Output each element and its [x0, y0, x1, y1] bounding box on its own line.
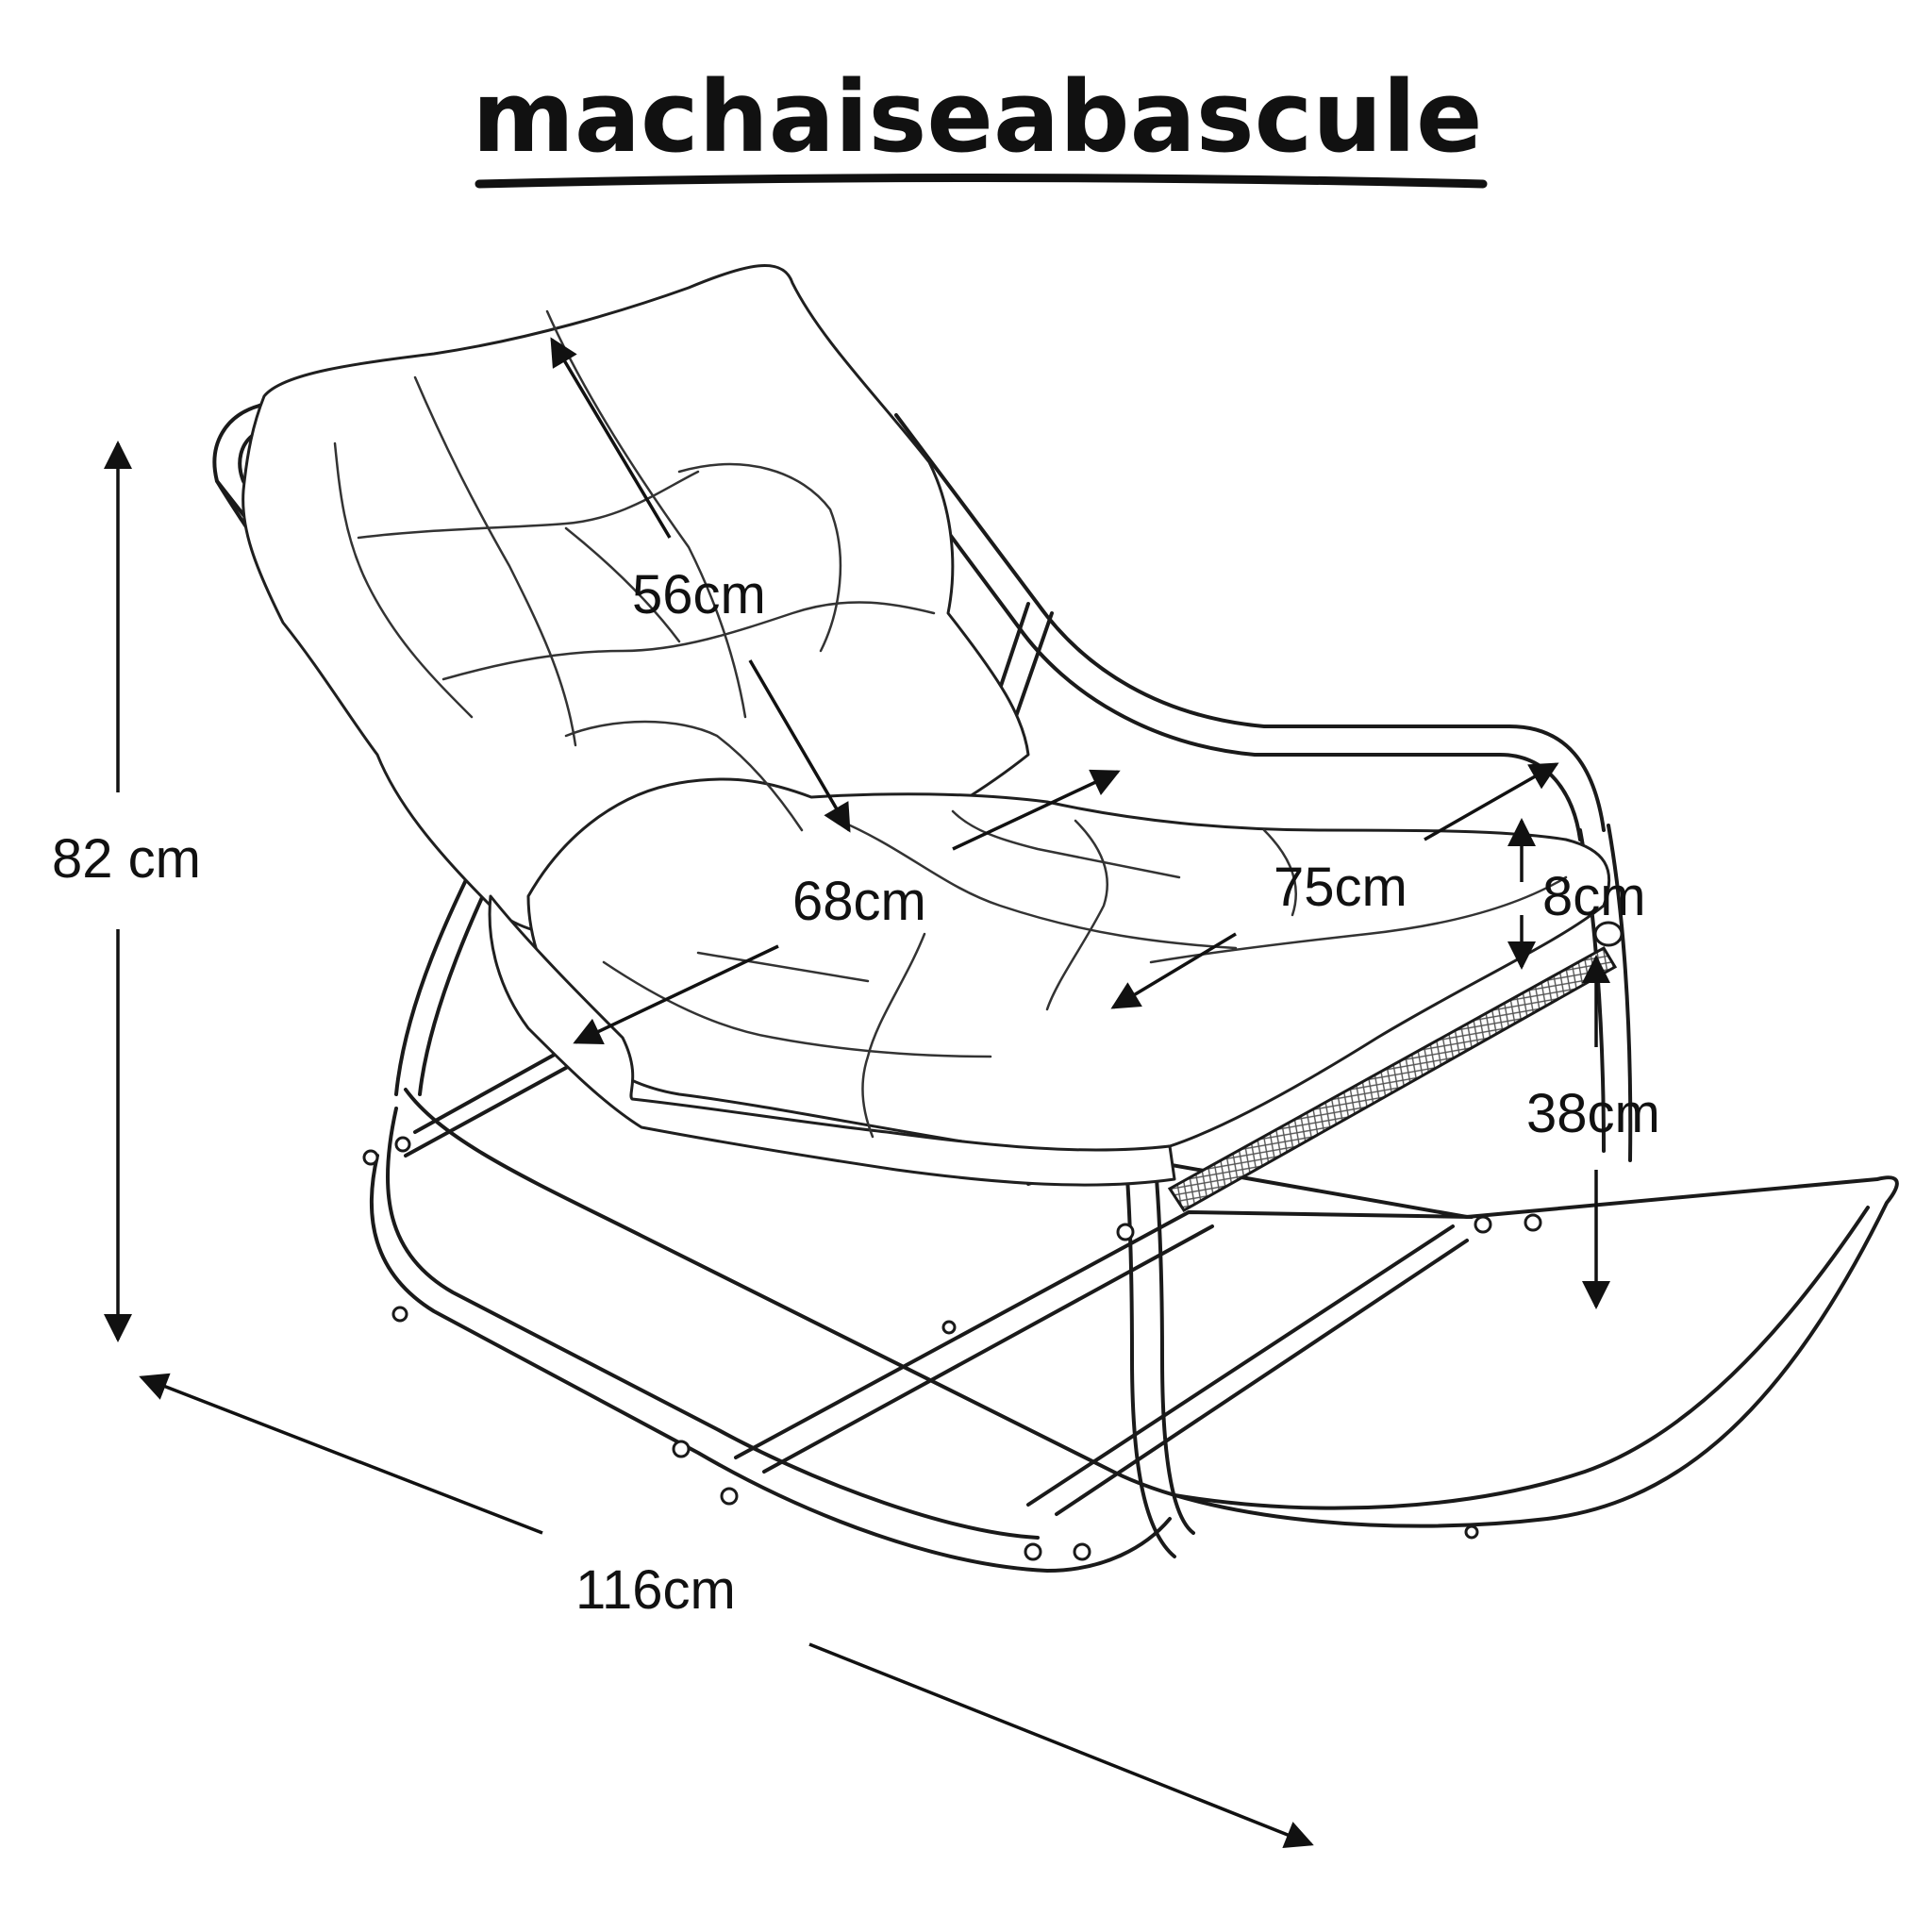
bolt-7: [672, 1440, 691, 1458]
rocker-far-outer: [404, 1088, 1899, 1528]
frame-far-side-inner: [880, 441, 1582, 841]
dim-height-total-label: 82 cm: [52, 828, 201, 890]
dim-length-line-left: [139, 1373, 543, 1535]
dim-length-line-right: [808, 1642, 1314, 1848]
bolt-12: [391, 1306, 408, 1323]
dim-seat-width-label: 68cm: [792, 871, 926, 932]
bolt-5: [1524, 1213, 1542, 1232]
back-cushion-seam-3: [545, 309, 747, 719]
seat-cushion-seam-3: [1045, 819, 1108, 1011]
back-cushion-seam-1: [357, 470, 700, 540]
bolt-10: [1073, 1542, 1091, 1561]
bolt-8: [720, 1487, 739, 1506]
back-cushion-seam-4: [413, 375, 577, 747]
bolt-3: [1116, 1223, 1135, 1241]
title-underline: [475, 174, 1488, 189]
dim-seat-width-line-left: [573, 944, 779, 1044]
seat-cushion-seam-8: [1149, 875, 1568, 964]
back-cushion-seam-8: [333, 441, 474, 719]
rail-end-cap: [1593, 921, 1624, 947]
dim-length-label: 116cm: [575, 1559, 736, 1621]
back-cushion-seam-5: [564, 526, 681, 643]
dim-backrest-label: 56cm: [632, 564, 766, 625]
seat-cushion-seam-7: [602, 960, 992, 1058]
rocker-near-inner: [385, 1107, 1040, 1540]
bolt-4: [1474, 1215, 1492, 1234]
rocker-near-outer: [369, 1154, 1172, 1573]
seat-cushion-seam-4: [1262, 828, 1297, 917]
dim-seat-depth-line-right: [1424, 762, 1559, 841]
cross-bar-front: [734, 1210, 1474, 1459]
dim-seat-height-label: 38cm: [1526, 1083, 1660, 1144]
cross-bar-front-2: [762, 1224, 1214, 1474]
bolt-11: [1464, 1524, 1479, 1540]
seat-cushion-front: [488, 894, 1176, 1187]
back-cushion-seam-7: [564, 720, 804, 832]
back-cushion-seam-2: [441, 601, 936, 681]
seat-cushion-seam-1: [838, 819, 1238, 950]
frame-far-side: [894, 413, 1606, 832]
cross-bar-back-2: [1055, 1239, 1469, 1516]
dim-seat-width-line-right: [952, 769, 1121, 851]
woven-seat-rail: [1167, 945, 1618, 1212]
rocker-far-inner: [1173, 1206, 1870, 1510]
dim-seat-depth-line-left: [1110, 932, 1237, 1009]
bolt-1: [362, 1149, 379, 1166]
back-cushion-seam-6: [677, 462, 842, 653]
cross-bar-back: [1026, 1224, 1455, 1507]
bolt-6: [941, 1320, 957, 1335]
dim-seat-depth-label: 75cm: [1274, 857, 1407, 918]
rocking-chair-illustration: [212, 264, 1899, 1573]
bolt-2: [394, 1136, 411, 1153]
seat-cushion-seam-6: [696, 951, 870, 983]
seat-cushion-seam-2: [951, 809, 1181, 879]
dim-backrest-line-2: [748, 659, 851, 833]
bolt-9: [1024, 1542, 1042, 1561]
dim-cushion-thickness-label: 8cm: [1542, 866, 1646, 927]
page-title: machaiseabascule: [472, 59, 1482, 175]
dim-backrest-line: [550, 337, 672, 539]
